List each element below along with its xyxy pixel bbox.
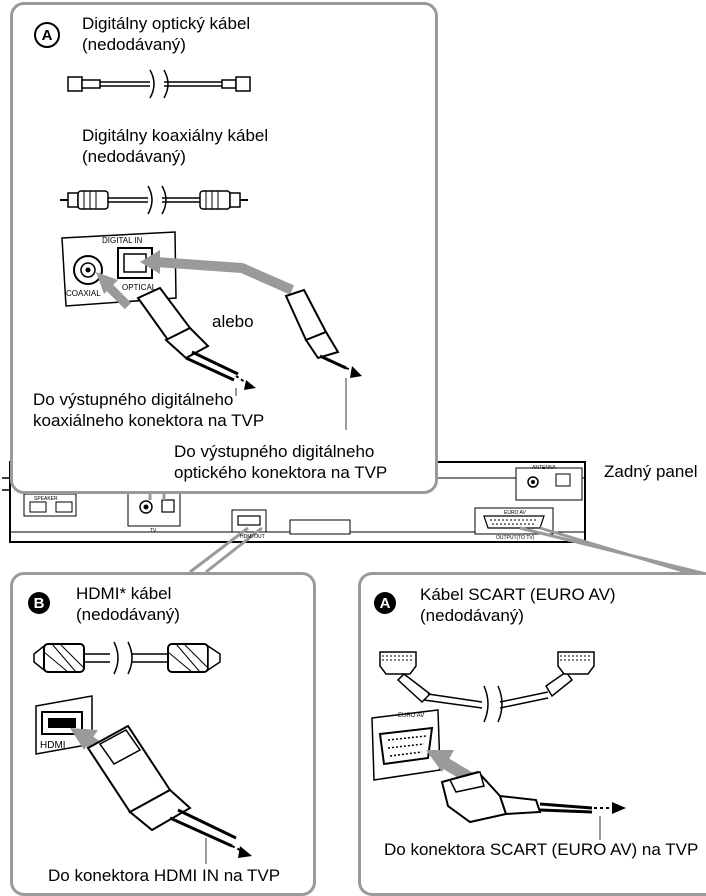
panel-a-bottom-badge: A (374, 592, 396, 614)
rear-panel-label: Zadný panel (604, 462, 698, 481)
coax-cable-subtitle: (nedodávaný) (82, 147, 186, 166)
optical-insert-arrow (155, 257, 295, 295)
coax-destination-line2: koaxiálneho konektora na TVP (33, 411, 265, 430)
coax-plug (136, 286, 239, 382)
or-label: alebo (212, 312, 254, 331)
scart-destination: Do konektora SCART (EURO AV) na TVP (384, 840, 699, 859)
rear-speaker-label: SPEAKER (34, 496, 58, 502)
hdmi-jack-label: HDMI (40, 740, 66, 751)
hdmi-destination: Do konektora HDMI IN na TVP (48, 866, 281, 885)
rear-output-label: OUTPUT(TO TV) (496, 535, 535, 541)
hdmi-cable-subtitle: (nedodávaný) (76, 605, 180, 624)
rear-antenna-label: ANTENNA (532, 465, 556, 471)
optical-destination-line1: Do výstupného digitálneho (174, 442, 375, 461)
panel-a-top-badge: A (34, 22, 60, 48)
rear-tv-label: TV (150, 528, 157, 534)
optical-plug (284, 288, 347, 370)
tv-digital-in-block (127, 491, 181, 527)
rear-euro-av-label: EURO AV (504, 510, 526, 516)
antenna-block (515, 467, 583, 501)
digital-in-label: DIGITAL IN (102, 236, 143, 245)
coaxial-jack-label: COAXIAL (66, 289, 101, 298)
small-port-block (289, 519, 351, 535)
coax-cable-title: Digitálny koaxiálny kábel (82, 126, 269, 145)
rear-hdmi-out-label: HDMI OUT (240, 534, 265, 540)
optical-destination-line2: optického konektora na TVP (174, 463, 388, 482)
hdmi-cable-title: HDMI* kábel (76, 584, 172, 603)
optical-cable-subtitle: (nedodávaný) (82, 35, 186, 54)
coax-destination-line1: Do výstupného digitálneho (33, 390, 234, 409)
scart-jack-label: EURO AV (398, 713, 425, 719)
scart-cable-title: Kábel SCART (EURO AV) (420, 585, 616, 604)
panel-b-badge: B (28, 592, 50, 614)
optical-jack-label: OPTICAL (122, 283, 157, 292)
optical-cable-title: Digitálny optický kábel (82, 14, 251, 33)
scart-cable-subtitle: (nedodávaný) (420, 606, 524, 625)
